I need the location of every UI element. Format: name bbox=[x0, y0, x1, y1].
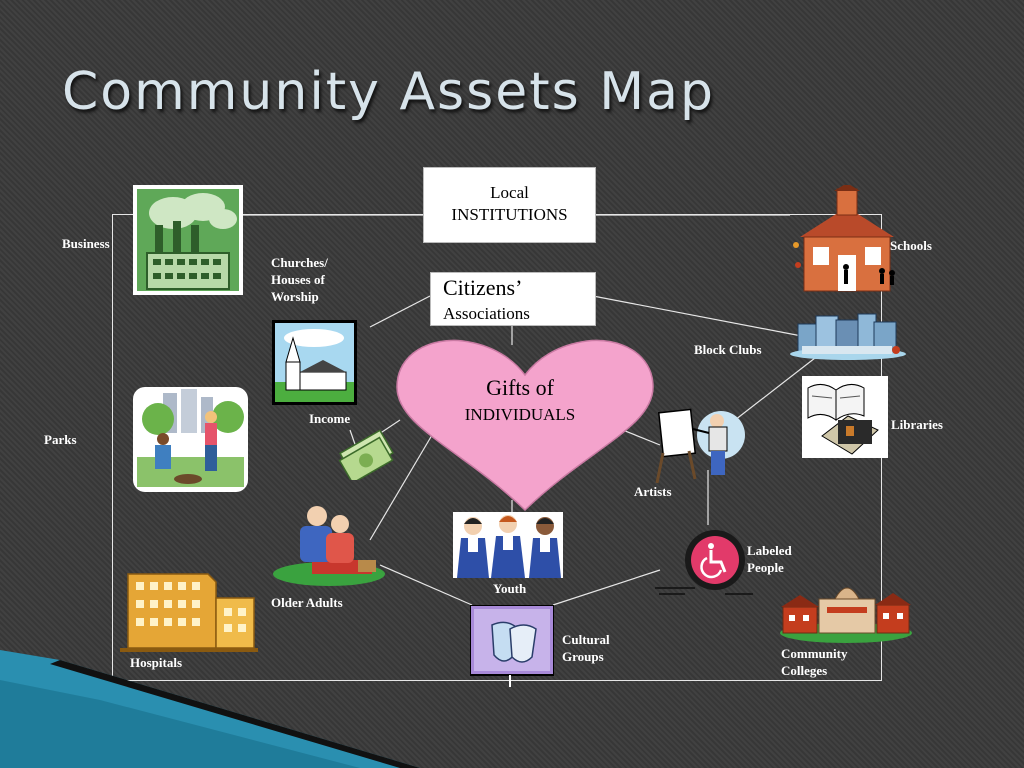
community-label: Community bbox=[781, 646, 848, 661]
cultural-groups-label-group: Cultural Groups bbox=[562, 631, 610, 665]
groups-label: Groups bbox=[562, 649, 604, 664]
youth-icon bbox=[453, 512, 563, 578]
hospital-icon bbox=[120, 573, 258, 652]
block-clubs-icon bbox=[790, 313, 906, 360]
churches-label: Churches/ bbox=[271, 255, 328, 270]
local-institutions-box: Local INSTITUTIONS bbox=[423, 167, 596, 243]
cultural-label: Cultural bbox=[562, 632, 610, 647]
theater-masks-icon bbox=[470, 605, 554, 687]
older-adults-label: Older Adults bbox=[271, 595, 343, 610]
church-icon bbox=[272, 320, 357, 405]
parks-label: Parks bbox=[44, 432, 77, 447]
labeled-label: Labeled bbox=[747, 543, 792, 558]
local-label: Local bbox=[490, 183, 529, 202]
youth-label: Youth bbox=[493, 581, 527, 596]
churches-label-group: Churches/ Houses of Worship bbox=[271, 254, 328, 305]
parks-icon bbox=[133, 387, 248, 492]
associations-label: Associations bbox=[443, 304, 530, 323]
artist-icon bbox=[655, 408, 745, 484]
houses-of-label: Houses of bbox=[271, 272, 325, 287]
individuals-label: INDIVIDUALS bbox=[464, 405, 576, 424]
labeled-people-label-group: Labeled People bbox=[747, 542, 792, 576]
library-icon bbox=[802, 376, 888, 458]
heart-shape bbox=[396, 339, 654, 512]
community-colleges-label-group: Community Colleges bbox=[781, 645, 847, 679]
income-label: Income bbox=[309, 411, 351, 426]
citizens-associations-box: Citizens’ Associations bbox=[430, 272, 596, 326]
decorative-swoosh bbox=[0, 650, 420, 768]
wheelchair-icon bbox=[655, 530, 753, 595]
people-label: People bbox=[747, 560, 784, 575]
school-icon bbox=[793, 185, 895, 292]
college-icon bbox=[780, 587, 912, 643]
hospitals-label: Hospitals bbox=[130, 655, 183, 670]
money-icon bbox=[338, 429, 394, 480]
worship-label: Worship bbox=[271, 289, 319, 304]
factory-icon bbox=[133, 185, 243, 295]
libraries-label: Libraries bbox=[891, 417, 943, 432]
citizens-label: Citizens’ bbox=[443, 275, 523, 300]
block-clubs-label: Block Clubs bbox=[694, 342, 762, 357]
business-label: Business bbox=[62, 236, 110, 251]
slide-title: Community Assets Map bbox=[62, 62, 715, 122]
colleges-label: Colleges bbox=[781, 663, 828, 678]
artists-label: Artists bbox=[634, 484, 672, 499]
older-adults-icon bbox=[273, 506, 385, 586]
gifts-of-label: Gifts of bbox=[486, 375, 554, 400]
institutions-label: INSTITUTIONS bbox=[451, 205, 568, 224]
schools-label: Schools bbox=[890, 238, 932, 253]
